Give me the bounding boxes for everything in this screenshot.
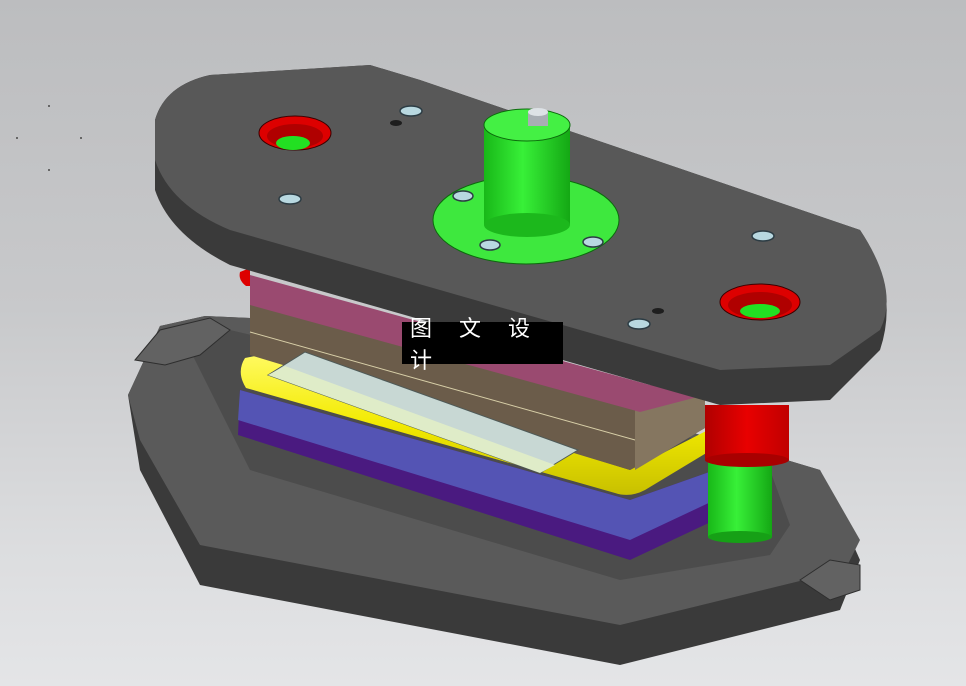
guide-bushing-right [705, 405, 789, 467]
strip-material [266, 351, 580, 474]
dowel-holes [390, 120, 664, 314]
background-speck [48, 105, 50, 107]
screws [278, 105, 775, 330]
guide-bushing-left-visible [239, 268, 250, 286]
background-speck [16, 137, 18, 139]
background-speck [48, 169, 50, 171]
guide-bushing-left [258, 115, 332, 151]
guide-post-right [708, 455, 772, 543]
die-block [238, 390, 715, 560]
background-speck [80, 137, 82, 139]
shank [432, 108, 620, 265]
guide-bushing-right-hole [719, 283, 801, 321]
watermark-label: 图 文 设 计 [402, 317, 563, 374]
